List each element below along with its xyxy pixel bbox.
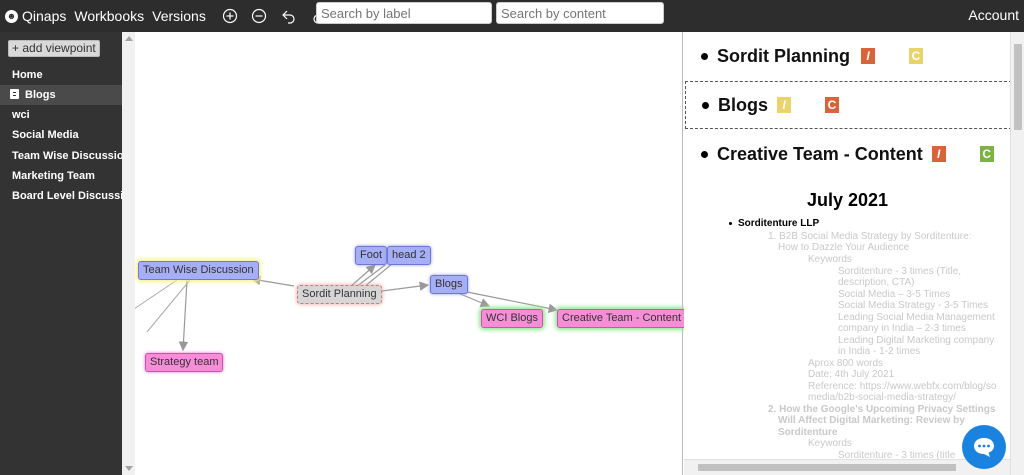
doc-line: Sorditenture [778, 427, 838, 438]
sidebar-item-team-wise-discussion[interactable]: Team Wise Discussion [0, 146, 130, 166]
zoom-in-icon[interactable] [222, 8, 238, 24]
sidebar: + add viewpoint Home Blogs wci Social Me… [0, 32, 137, 475]
canvas-scrollbar[interactable] [122, 32, 135, 475]
node-head-2[interactable]: head 2 [387, 246, 431, 265]
graph-canvas[interactable]: Team Wise Discussion Strategy team Foot … [122, 32, 687, 475]
doc-line: Leading Social Media Management [838, 312, 995, 323]
doc-line: Date: 4th July 2021 [808, 369, 895, 380]
sidebar-item-label: Home [12, 69, 43, 81]
nav-versions[interactable]: Versions [152, 8, 206, 24]
app-logo[interactable]: ☻ Qinaps [5, 8, 66, 24]
doc-line: Sorditenture - 3 times (Title, [838, 266, 962, 277]
edge [355, 264, 386, 288]
month-heading: July 2021 [806, 190, 889, 210]
doc-line: Keywords [808, 438, 852, 449]
doc-line: 2. How the Google's Upcoming Privacy Set… [768, 404, 996, 415]
badge-c[interactable]: C [825, 97, 840, 113]
company-name: Sorditenture LLP [728, 218, 820, 229]
top-bar: ☻ Qinaps Workbooks Versions Account [0, 0, 1024, 32]
sidebar-item-label: Marketing Team [12, 170, 95, 182]
edge [178, 279, 189, 352]
sidebar-item-label: Social Media [12, 129, 79, 141]
badge-i[interactable]: I [861, 48, 875, 64]
node-wci-blogs[interactable]: WCI Blogs [481, 309, 543, 328]
heading-blogs[interactable]: Blogs I C [685, 81, 1012, 129]
horizontal-scrollbar-thumb[interactable] [698, 464, 956, 471]
doc-line: company in India – 2-3 times [838, 323, 966, 334]
doc-line: Social Media Strategy - 3-5 Times [838, 300, 989, 311]
heading-text: Creative Team - Content [717, 143, 923, 164]
doc-line: Keywords [808, 254, 852, 265]
search-by-content-input[interactable] [496, 2, 664, 24]
panel-horizontal-scrollbar[interactable] [684, 459, 1010, 475]
doc-line: 1. B2B Social Media Strategy by Sorditen… [768, 231, 972, 242]
sidebar-item-board-level-discussion[interactable]: Board Level Discussion [0, 186, 137, 206]
sidebar-item-label: Team Wise Discussion [12, 150, 131, 162]
sidebar-item-label: Blogs [25, 89, 56, 101]
edge [363, 263, 393, 288]
heading-text: Sordit Planning [717, 45, 850, 66]
node-strategy-team[interactable]: Strategy team [145, 353, 224, 372]
edge [146, 279, 191, 333]
doc-line: Leading Digital Marketing company [838, 335, 995, 346]
panel-scrollbar[interactable] [1010, 32, 1024, 475]
sidebar-item-label: wci [12, 109, 30, 121]
doc-line: Will Affect Digital Marketing: Review by [778, 415, 965, 426]
edge [457, 292, 491, 308]
node-creative-team-content[interactable]: Creative Team - Content [557, 309, 687, 328]
badge-c[interactable]: C [909, 48, 923, 64]
edge [349, 264, 376, 288]
scroll-down-icon[interactable] [125, 466, 133, 471]
edge [461, 290, 559, 314]
panel-scrollbar-thumb[interactable] [1014, 44, 1022, 130]
chat-bubble-icon [974, 438, 994, 457]
app-name: Qinaps [22, 8, 67, 24]
sidebar-item-label: Board Level Discussion [12, 190, 137, 202]
badge-i[interactable]: I [777, 97, 792, 113]
doc-line: Social Media – 3-5 Times [838, 289, 951, 300]
bullet [701, 150, 708, 158]
node-sordit-planning[interactable]: Sordit Planning [297, 285, 382, 304]
account-link[interactable]: Account [968, 7, 1019, 23]
bullet [702, 101, 709, 109]
graph-edges [133, 263, 559, 352]
undo-icon[interactable] [281, 8, 297, 24]
edge [133, 279, 178, 310]
logo-icon: ☻ [5, 9, 18, 23]
badge-i[interactable]: I [931, 146, 946, 162]
doc-line: Aprox 800 words [808, 358, 884, 369]
node-foot[interactable]: Foot [355, 246, 388, 265]
heading-sordit-planning[interactable]: Sordit Planning I C [684, 32, 1011, 80]
add-viewpoint-button[interactable]: + add viewpoint [8, 40, 100, 57]
scroll-up-icon[interactable] [125, 36, 133, 41]
doc-line: description, CTA) [838, 277, 915, 288]
sidebar-item-blogs[interactable]: Blogs [0, 85, 122, 105]
document-icon [10, 89, 19, 99]
doc-line: Reference: https://www.webfx.com/blog/so [808, 381, 997, 392]
zoom-out-icon[interactable] [251, 8, 267, 24]
sidebar-item-social-media[interactable]: Social Media [0, 125, 122, 145]
doc-line: in India - 1-2 times [838, 346, 921, 357]
content-panel: Sordit Planning I C Blogs I C Creative T… [684, 32, 1024, 475]
doc-line: How to Dazzle Your Audience [778, 242, 910, 253]
sidebar-item-wci[interactable]: wci [0, 105, 122, 125]
nav-workbooks[interactable]: Workbooks [74, 8, 145, 24]
edge [250, 275, 295, 287]
node-blogs[interactable]: Blogs [430, 275, 468, 294]
heading-text: Blogs [718, 94, 769, 115]
doc-line: Sorditenture - 3 times (title [838, 450, 956, 461]
sidebar-item-home[interactable]: Home [0, 65, 122, 85]
edge [373, 281, 430, 293]
node-team-wise-discussion[interactable]: Team Wise Discussion [138, 261, 259, 280]
sidebar-item-marketing-team[interactable]: Marketing Team [0, 166, 122, 186]
heading-creative-team-content[interactable]: Creative Team - Content I C [684, 130, 1011, 178]
bullet [701, 52, 708, 60]
chat-button[interactable] [962, 425, 1006, 469]
search-by-label-input[interactable] [316, 2, 492, 24]
badge-c[interactable]: C [979, 146, 994, 162]
doc-line: media/b2b-social-media-strategy/ [808, 392, 956, 403]
